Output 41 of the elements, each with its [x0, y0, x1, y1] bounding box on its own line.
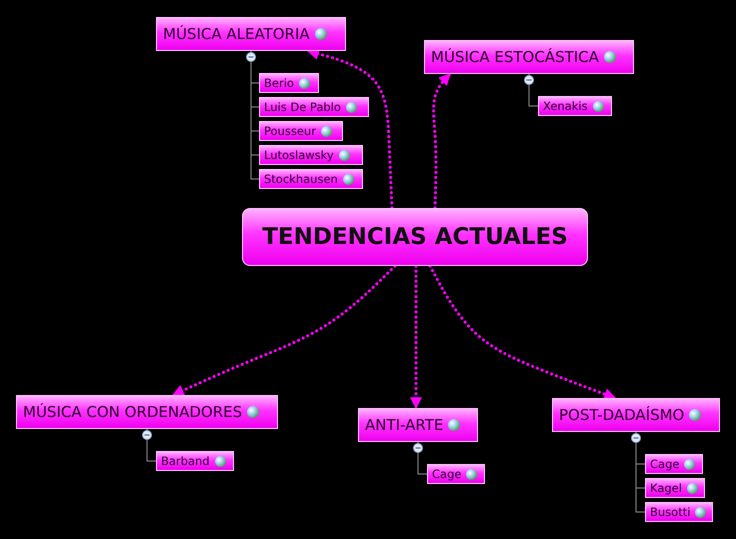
topic-label: Pousseur [264, 124, 316, 138]
subtopic-box [538, 96, 612, 116]
topic-label: MÚSICA ALEATORIA [163, 25, 310, 43]
subtopic-box [156, 451, 234, 471]
topic-label: Cage [650, 457, 680, 471]
subtopic-box [259, 121, 343, 141]
dotted-arrow [410, 264, 422, 410]
topic-label: Xenakis [543, 99, 588, 113]
connector-line [528, 74, 538, 106]
subtopic-box [645, 454, 703, 474]
topic-label: MÚSICA ESTOCÁSTICA [431, 48, 599, 66]
central-topic [242, 208, 588, 266]
connector-line [146, 428, 156, 462]
topic-label: Luis De Pablo [264, 100, 341, 114]
topic-label: Cage [432, 467, 462, 481]
topic-box [552, 398, 720, 432]
topic-box [424, 40, 634, 74]
topic-label: TENDENCIAS ACTUALES [262, 224, 568, 250]
topic-label: Busotti [650, 505, 690, 519]
topic-label: Berio [264, 76, 294, 90]
topic-label: POST-DADAÍSMO [559, 406, 684, 424]
topic-label: Kagel [650, 481, 682, 495]
subtopic-box [259, 97, 369, 117]
subtopic-box [427, 464, 485, 484]
topic-box [358, 408, 478, 442]
topic-box [156, 17, 346, 51]
subtopic-box [645, 502, 713, 522]
topic-label: ANTI-ARTE [365, 416, 444, 434]
topic-label: MÚSICA CON ORDENADORES [23, 403, 242, 421]
subtopic-box [645, 478, 705, 498]
dotted-arrow [172, 264, 396, 396]
connector-line [418, 442, 428, 474]
subtopic-box [259, 145, 363, 165]
dotted-arrow [432, 72, 452, 210]
subtopic-box [259, 73, 319, 93]
topic-label: Lutoslawsky [264, 148, 334, 162]
dotted-arrow [428, 264, 616, 400]
topic-label: Barband [161, 454, 210, 468]
topic-box [16, 395, 278, 429]
topic-label: Stockhausen [264, 172, 338, 186]
subtopic-box [259, 169, 363, 189]
